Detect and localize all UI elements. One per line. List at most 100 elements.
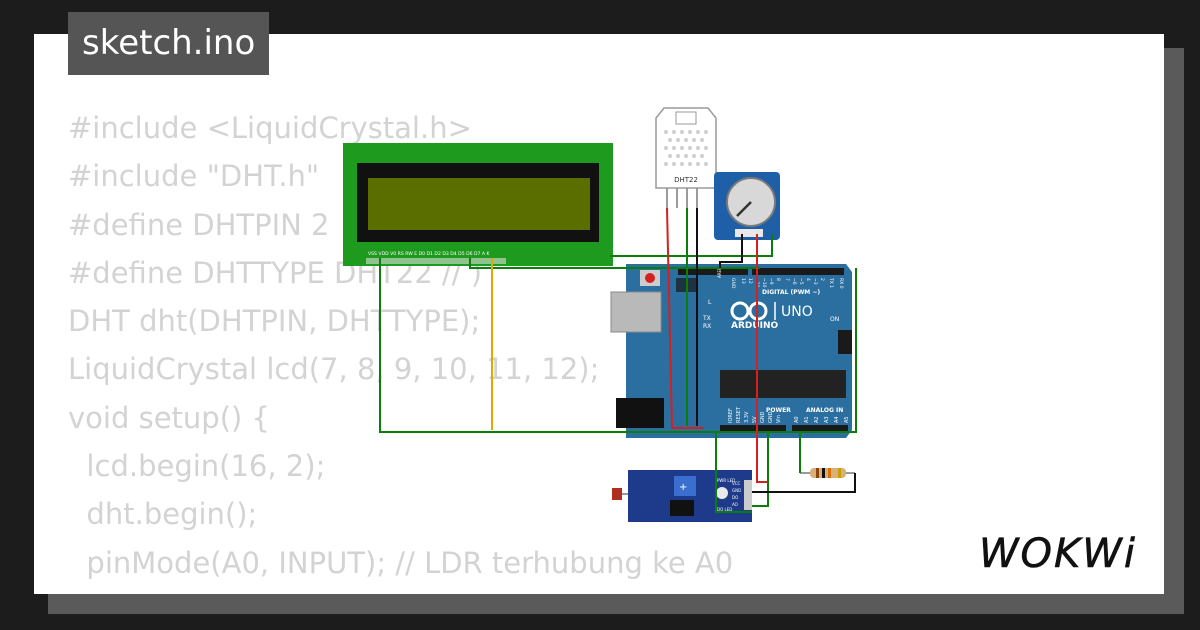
analog-header — [792, 425, 848, 432]
ldr-module[interactable]: + PWR LED DO LED VCC GND DO AO — [612, 470, 752, 522]
power-label: POWER — [766, 407, 791, 414]
dht22-legs — [666, 188, 698, 208]
trimmer-screw-icon: + — [679, 482, 687, 493]
wires — [379, 207, 857, 513]
digital-pin-label: TX 1 — [828, 277, 834, 288]
wire-red — [666, 207, 704, 429]
digital-label: DIGITAL (PWM ~) — [762, 289, 820, 296]
ldr-pin-label: GND — [732, 488, 741, 493]
lcd-pin-labels: VSS VDD V0 RS RW E D0 D1 D2 D3 D4 D5 D6 … — [368, 251, 491, 257]
usb-port[interactable] — [610, 291, 662, 333]
power-pin-label: 3.3V — [744, 411, 750, 423]
dht22-label: DHT22 — [674, 176, 698, 184]
resistor-band — [816, 468, 819, 478]
arduino-brand: ARDUINO — [731, 321, 779, 331]
code-line: LiquidCrystal lcd(7, 8, 9, 10, 11, 12); — [68, 352, 600, 387]
ldr-pin-label: VCC — [732, 481, 741, 486]
potentiometer-pins — [735, 229, 763, 237]
dht22-mount — [675, 111, 697, 125]
pwr-led-label: PWR LED — [717, 478, 735, 483]
power-pin-label: 5V — [752, 416, 758, 423]
preview-card: #include <LiquidCrystal.h> #include "DHT.… — [34, 34, 1164, 594]
wire-green — [379, 258, 857, 433]
code-line: } — [68, 587, 733, 595]
power-pin-label: Vin — [776, 415, 782, 423]
arduino-model: UNO — [781, 304, 813, 320]
power-pin-label: GND — [768, 411, 774, 423]
code-line: void setup() { — [68, 400, 270, 435]
code-line: #define DHTTYPE DHT22 // ) — [68, 255, 483, 290]
wokwi-logo: WOKWi — [979, 531, 1137, 578]
digital-pin-label: 2 — [819, 278, 825, 281]
analog-pin-label: A0 — [794, 416, 800, 423]
digital-pin-label: ~9 — [768, 278, 774, 285]
ldr-pin-label: AO — [732, 502, 738, 507]
digital-pin-label: 4 — [805, 278, 811, 281]
pwr-led — [716, 487, 728, 499]
rx-label: RX — [703, 323, 711, 330]
dht22-grille — [664, 130, 708, 166]
power-pin-label: RESET — [736, 406, 742, 423]
wire-green — [610, 234, 773, 257]
digital-header-left — [678, 268, 748, 275]
digital-pin-label: 13 — [740, 278, 746, 284]
led-l-label: L — [708, 299, 712, 306]
wire-black — [752, 473, 856, 493]
power-pin-label: IOREF — [728, 408, 734, 423]
wire-green — [715, 432, 752, 513]
wokwi-logo-text: WOKWi — [979, 531, 1137, 577]
file-title: sketch.ino — [68, 12, 270, 75]
digital-pin-label: ~10 — [761, 278, 767, 288]
resistor[interactable] — [800, 468, 855, 478]
digital-pin-label: ~5 — [798, 278, 804, 285]
wire-green — [469, 258, 760, 269]
wire-red — [756, 234, 768, 483]
code-line: #include "DHT.h" — [68, 159, 320, 194]
power-pin-labels: IOREF RESET 3.3V 5V GND GND Vin — [728, 406, 782, 423]
aref-label: AREF — [717, 267, 722, 278]
ldr-pin-labels: VCC GND DO AO — [732, 481, 741, 507]
trimmer-pot[interactable] — [674, 476, 696, 496]
analog-pin-label: A5 — [844, 416, 850, 423]
power-pin-label: GND — [760, 411, 766, 423]
digital-header-right — [752, 268, 844, 275]
resistor-band — [822, 468, 825, 478]
photoresistor — [612, 488, 622, 500]
dht22-sensor[interactable]: DHT22 — [655, 107, 717, 208]
analog-pin-labels: A0 A1 A2 A3 A4 A5 — [794, 416, 850, 423]
resistor-band — [828, 468, 831, 478]
code-line: lcd.begin(16, 2); — [68, 449, 326, 484]
wire-green — [752, 432, 769, 507]
potentiometer[interactable] — [714, 172, 780, 240]
on-label: ON — [830, 316, 839, 323]
lcd-pin-header — [366, 258, 506, 264]
ldr-pin-label: DO — [732, 495, 738, 500]
code-line: #include <LiquidCrystal.h> — [68, 111, 472, 145]
resistor-band — [838, 468, 841, 478]
analog-pin-label: A2 — [814, 416, 820, 423]
code-line: dht.begin(); — [68, 497, 258, 532]
code-line: #define DHTPIN 2 — [68, 207, 330, 242]
lcd-screen — [368, 178, 590, 230]
lcd-display[interactable]: VSS VDD V0 RS RW E D0 D1 D2 D3 D4 D5 D6 … — [343, 143, 613, 266]
gnd-pin-label: GND — [730, 278, 736, 289]
analog-pin-label: A1 — [804, 416, 810, 423]
comparator-chip — [670, 500, 694, 516]
analog-pin-label: A4 — [834, 416, 840, 423]
code-line: DHT dht(DHTPIN, DHTTYPE); — [68, 304, 481, 339]
atmega-chip — [720, 370, 846, 398]
arduino-uno[interactable]: AREF DIGITAL (PWM ~) L TX RX ARDUINO UNO… — [610, 264, 852, 438]
digital-pin-label: ~3 — [812, 278, 818, 285]
icsp-header — [838, 330, 852, 354]
code-line: pinMode(A0, INPUT); // LDR terhubung ke … — [68, 545, 734, 580]
analog-pin-label: A3 — [824, 416, 830, 423]
digital-pin-label: 12 — [747, 278, 753, 284]
ldr-pin-header — [744, 480, 752, 510]
potentiometer-indicator — [736, 201, 752, 217]
code-preview: #include <LiquidCrystal.h> #include "DHT.… — [68, 104, 733, 594]
do-led-label: DO LED — [717, 507, 732, 512]
power-jack[interactable] — [616, 398, 664, 428]
reset-button[interactable] — [645, 273, 655, 283]
wire-black — [719, 234, 743, 268]
